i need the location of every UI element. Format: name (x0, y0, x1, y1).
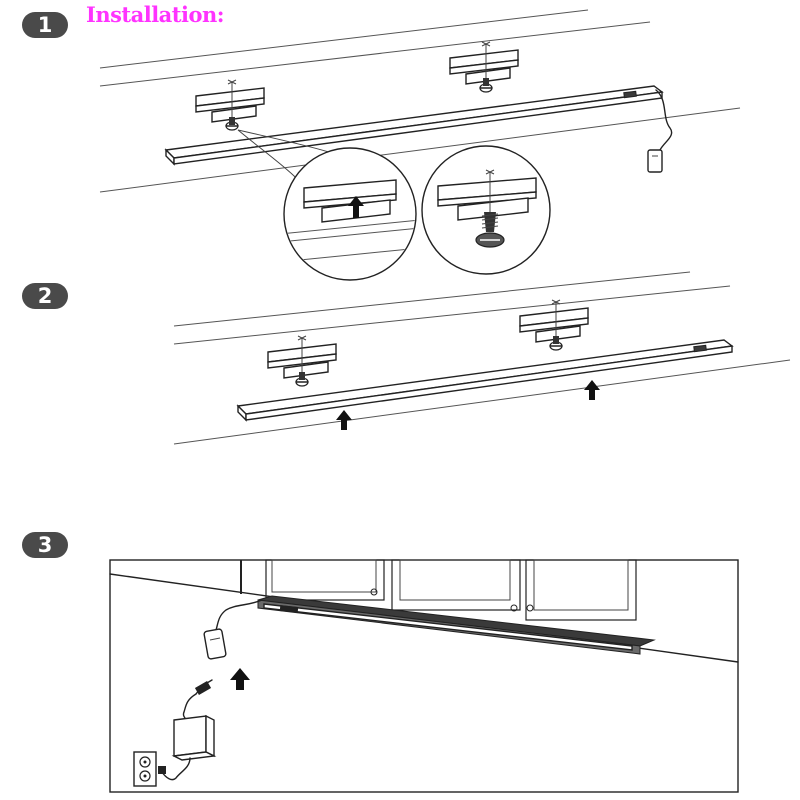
screw-icon (295, 372, 309, 387)
up-arrow-icon (584, 380, 600, 400)
mounting-bracket-left (267, 335, 337, 379)
wall-outlet-icon (133, 751, 166, 787)
power-adapter (161, 714, 217, 781)
led-light-bar (164, 85, 664, 166)
wall-line (173, 271, 691, 327)
detail-circle-bracket (283, 147, 417, 281)
led-light-bar (236, 339, 734, 422)
step-3-illustration (109, 559, 739, 793)
screw-icon (479, 78, 493, 93)
mounting-bracket-right (519, 299, 589, 343)
mounting-bracket-right (449, 41, 519, 85)
wall-line (173, 359, 791, 445)
screw-icon (475, 212, 505, 248)
up-arrow-icon (230, 668, 250, 690)
step-2-badge: 2 (22, 283, 68, 309)
wall-line (99, 107, 741, 193)
step-2-illustration (173, 271, 791, 445)
wall-line (99, 21, 651, 87)
wall-line (99, 9, 589, 69)
up-arrow-icon (336, 410, 352, 430)
screw-icon (225, 117, 239, 131)
power-cable (647, 89, 673, 173)
step-1-illustration (99, 9, 741, 281)
step-3-badge: 3 (22, 532, 68, 558)
detail-circle-screw (421, 145, 551, 275)
up-arrow-icon (348, 196, 364, 218)
screw-icon (549, 336, 563, 351)
installation-title: Installation: (86, 2, 225, 27)
mounting-bracket-left (195, 79, 265, 123)
power-cable (203, 599, 263, 660)
step-1-badge: 1 (22, 12, 68, 38)
wall-line (173, 285, 731, 345)
led-light-bar (257, 595, 656, 655)
